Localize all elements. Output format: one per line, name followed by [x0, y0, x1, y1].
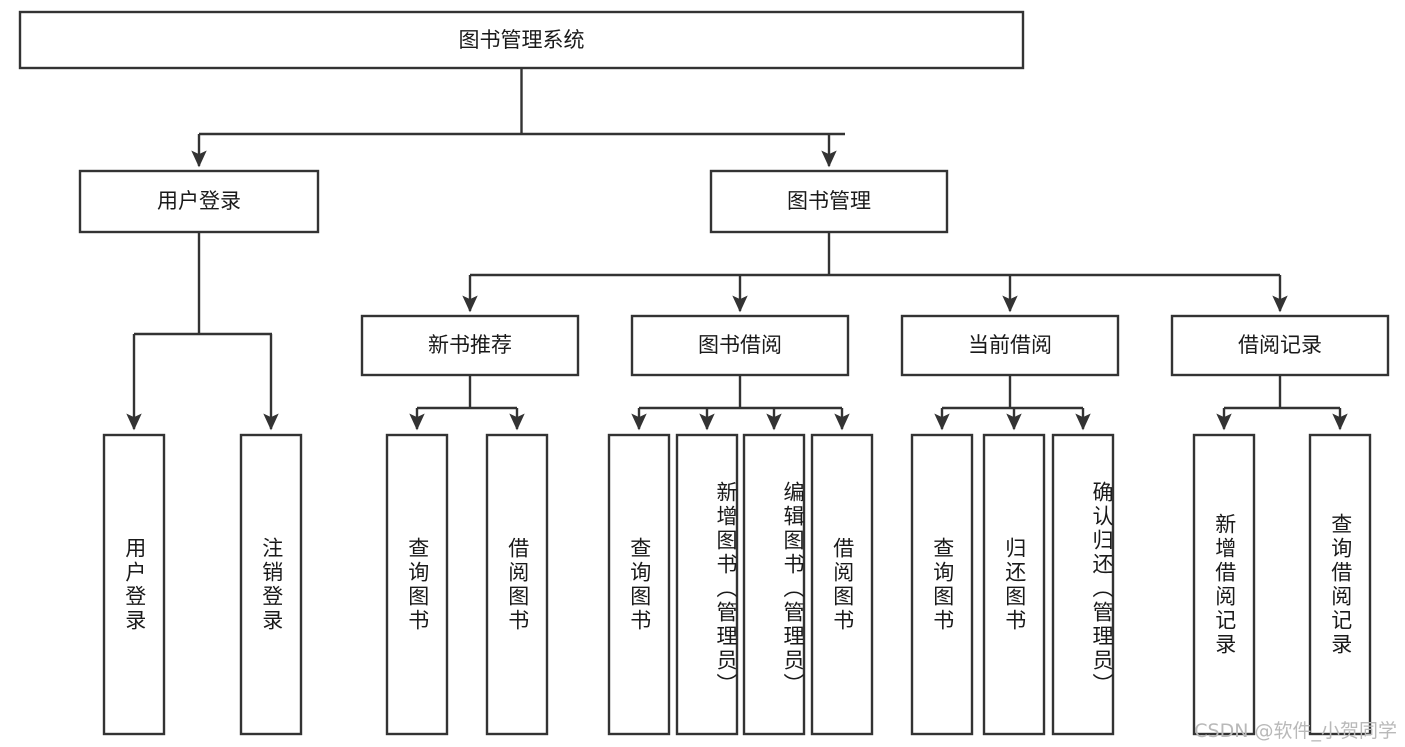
node-root-box[interactable] [18, 10, 1025, 70]
node-book-borrow-label: 图书借阅 [698, 333, 782, 357]
csdn-watermark: CSDN @软件_小贺同学 [1194, 720, 1397, 742]
node-root-label: 图书管理系统 [459, 28, 585, 52]
node-leaf-logout-login-box[interactable] [239, 433, 303, 736]
node-new-book-recommend-label: 新书推荐 [428, 333, 512, 357]
node-leaf-user-login-box[interactable] [102, 433, 166, 736]
node-user-login-label: 用户登录 [157, 189, 241, 213]
node-leaf-confirm-return-box[interactable] [1051, 433, 1115, 736]
node-leaf-query-record-box[interactable] [1308, 433, 1372, 736]
node-borrow-record-label: 借阅记录 [1238, 333, 1322, 357]
node-new-book-recommend-box[interactable] [360, 314, 580, 377]
node-leaf-query-book-2-box[interactable] [607, 433, 671, 736]
node-borrow-record-box[interactable] [1170, 314, 1390, 377]
node-leaf-borrow-book-1-box[interactable] [485, 433, 549, 736]
node-book-manage-label: 图书管理 [787, 189, 871, 213]
node-book-borrow-box[interactable] [630, 314, 850, 377]
node-leaf-borrow-book-2-box[interactable] [810, 433, 874, 736]
node-book-manage-box[interactable] [709, 169, 949, 234]
node-leaf-add-book-box[interactable] [675, 433, 739, 736]
node-leaf-edit-book-box[interactable] [742, 433, 806, 736]
node-current-borrow-box[interactable] [900, 314, 1120, 377]
node-leaf-add-record-box[interactable] [1192, 433, 1256, 736]
node-leaf-query-book-3-box[interactable] [910, 433, 974, 736]
node-leaf-query-book-1-box[interactable] [385, 433, 449, 736]
node-leaf-return-book-box[interactable] [982, 433, 1046, 736]
node-current-borrow-label: 当前借阅 [968, 333, 1052, 357]
